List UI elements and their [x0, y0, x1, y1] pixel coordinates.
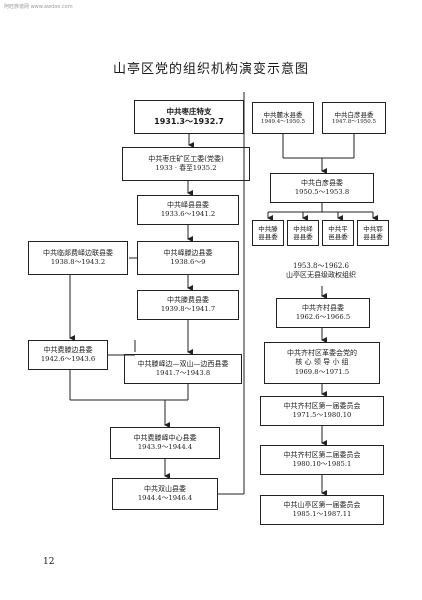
node-date: 1985.1～1987.11 [292, 510, 352, 519]
node-lushui: 中共麓水县委 1949.4～1950.5 [252, 102, 314, 134]
node-shanting-first: 中共山亭区第一届委员会 1985.1～1987.11 [260, 495, 384, 525]
page-title: 山亭区党的组织机构演变示意图 [112, 62, 309, 77]
node-date: 1939.8～1941.7 [160, 305, 216, 314]
node-yun-county: 中共郓 县县委 [357, 220, 389, 246]
node-name-cont: 县县委 [293, 233, 313, 241]
page-number: 12 [43, 557, 55, 567]
node-qicun-county: 中共齐村县委 1962.6～1966.5 [276, 298, 370, 328]
node-name: 中共齐村区第二届委员会 [283, 450, 361, 459]
node-name: 中共费滕峄中心县委 [133, 433, 197, 442]
node-yi-teng-border: 中共峄滕边县委 1938.6～9 [137, 241, 239, 275]
node-name: 中共齐村县委 [302, 303, 344, 312]
node-baiyan-early: 中共白彦县委 1947.8～1950.5 [322, 102, 386, 134]
node-lin-tan-fei-yi: 中共临郯费峄边联县委 1938.8～1943.2 [28, 241, 128, 275]
node-name: 中共白彦县委 [301, 178, 343, 187]
node-mining-committee: 中共枣庄矿区工委(党委) 1933 · 春至1935.2 [122, 147, 250, 181]
node-date: 1942.6～1943.6 [40, 355, 96, 364]
node-name: 中共费滕边县委 [43, 345, 93, 354]
node-date: 1938.6～9 [170, 258, 206, 267]
node-date: 1971.5～1980.10 [292, 411, 352, 420]
node-name: 中共峄县县委 [167, 200, 209, 209]
node-date: 1938.8～1943.2 [50, 258, 106, 267]
node-name-cont: 核 心 领 导 小 组 [295, 358, 349, 367]
node-name-cont: 邑县委 [328, 233, 348, 241]
node-pingyi-county: 中共平 邑县委 [322, 220, 354, 246]
node-name: 中共临郯费峄边联县委 [43, 248, 113, 257]
note-no-county-org: 1953.8～1962.6 山亭区无县级政权组织 [262, 256, 380, 286]
node-shuangshan: 中共双山县委 1944.4～1946.4 [112, 478, 218, 510]
node-baiyan-late: 中共白彦县委 1950.5～1953.8 [270, 173, 374, 203]
node-name: 中共枣庄特支 [166, 106, 212, 116]
node-name: 中共山亭区第一届委员会 [283, 500, 361, 509]
node-name: 中共郓 [363, 224, 383, 233]
node-date: 1950.5～1953.8 [294, 188, 350, 197]
note-text: 山亭区无县级政权组织 [286, 271, 356, 279]
node-date: 1933 · 春至1935.2 [155, 164, 217, 173]
node-name: 中共双山县委 [144, 484, 186, 493]
node-name: 中共峄 [293, 224, 313, 233]
node-teng-yi-shuangshan: 中共滕峄边—双山—边西县委 1941.7～1943.8 [124, 354, 242, 384]
node-qicun-second: 中共齐村区第二届委员会 1980.10～1985.1 [260, 445, 384, 475]
node-name: 中共峄滕边县委 [163, 248, 213, 257]
node-date: 1962.6～1966.5 [295, 313, 351, 322]
node-name: 中共齐村区革委会党的 [287, 348, 357, 357]
watermark: 阿旺族谱网 www.awdoo.com [4, 4, 73, 10]
node-date: 1943.9～1944.4 [137, 443, 193, 452]
node-date: 1949.4～1950.5 [261, 118, 305, 125]
node-date: 1969.8～1971.5 [294, 367, 350, 376]
node-fei-teng-yi-central: 中共费滕峄中心县委 1943.9～1944.4 [110, 427, 220, 459]
node-date: 1944.4～1946.4 [137, 494, 193, 503]
node-date: 1947.8～1950.5 [332, 118, 376, 125]
node-date: 1980.10～1985.1 [292, 460, 352, 469]
node-yi-county: 中共峄县县委 1933.6～1941.2 [137, 195, 239, 225]
node-date: 1941.7～1943.8 [155, 369, 211, 378]
node-name: 中共白彦县委 [334, 110, 374, 119]
node-qicun-core-group: 中共齐村区革委会党的 核 心 领 导 小 组 1969.8～1971.5 [264, 342, 380, 384]
node-name: 中共枣庄矿区工委(党委) [148, 154, 224, 163]
node-name: 中共滕 [258, 224, 278, 233]
node-name: 中共平 [328, 224, 348, 233]
node-zaozhuang-branch: 中共枣庄特支 1931.3～1932.7 [134, 100, 244, 134]
node-name: 中共滕费县委 [167, 295, 209, 304]
node-name-cont: 县县委 [258, 233, 278, 241]
node-date: 1933.6～1941.2 [160, 210, 216, 219]
node-yi-county-r: 中共峄 县县委 [287, 220, 319, 246]
node-name-cont: 县县委 [363, 233, 383, 241]
node-name: 中共麓水县委 [263, 110, 303, 119]
note-date: 1953.8～1962.6 [293, 261, 349, 270]
node-name: 中共齐村区第一届委员会 [283, 401, 361, 410]
node-name: 中共滕峄边—双山—边西县委 [137, 359, 229, 368]
node-fei-teng-border: 中共费滕边县委 1942.6～1943.6 [28, 340, 108, 370]
node-date: 1931.3～1932.7 [154, 116, 224, 126]
